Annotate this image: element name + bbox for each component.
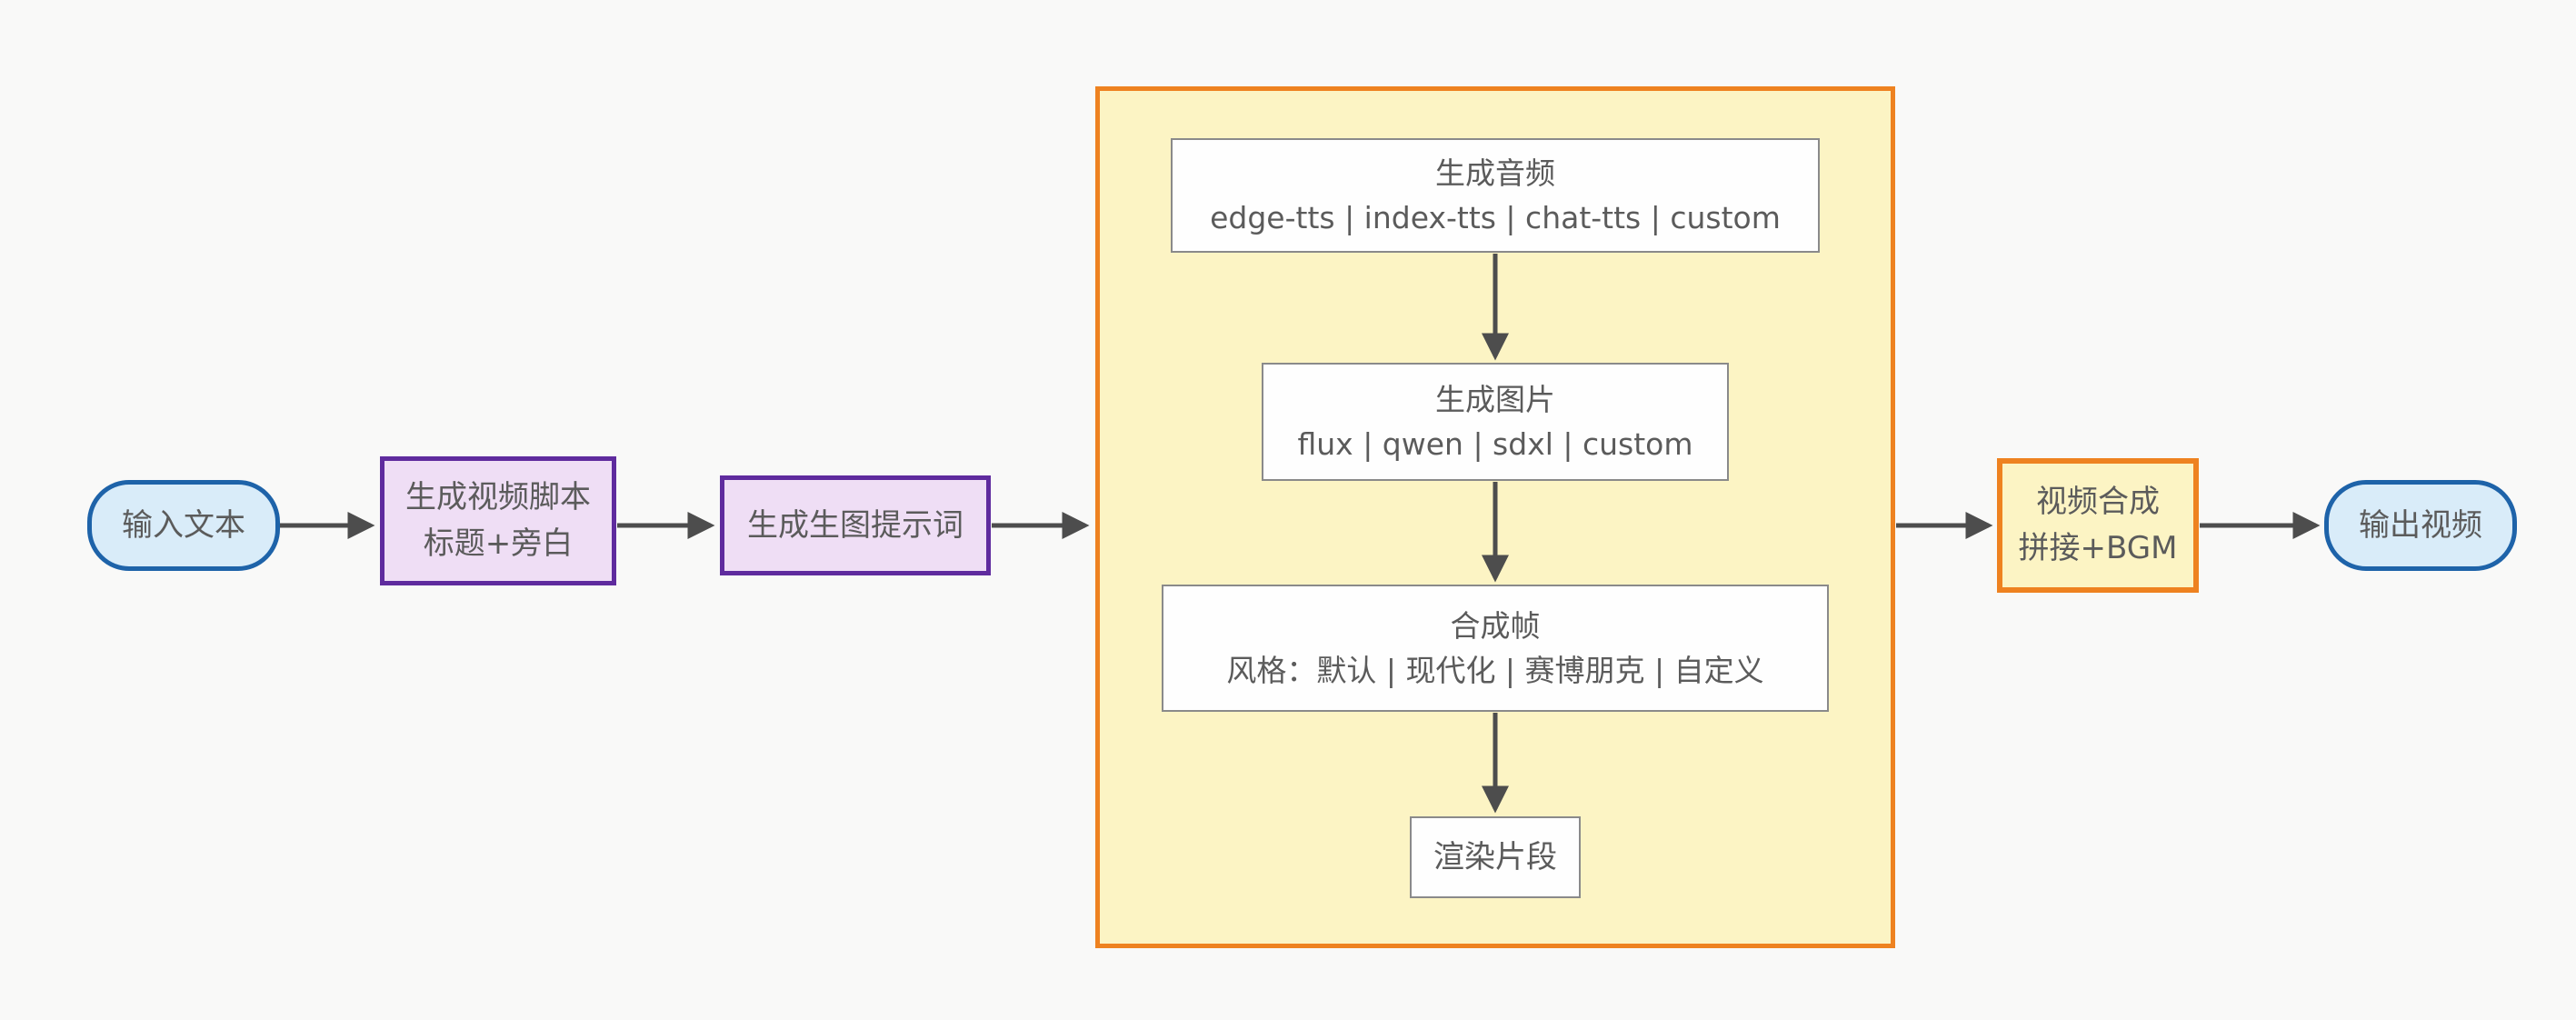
node-generate-audio-title: 生成音频 [1435,155,1555,191]
node-render-clip-label: 渲染片段 [1433,838,1557,875]
node-generate-picture-models: flux | qwen | sdxl | custom [1297,426,1693,462]
node-compose-frame-title: 合成帧 [1450,607,1541,644]
node-output-video-label: 输出视频 [2359,506,2482,544]
node-generate-image-prompt-label: 生成生图提示词 [747,506,964,544]
node-render-clip: 渲染片段 [1410,816,1581,898]
node-generate-script-subtitle: 标题+旁白 [423,525,574,562]
node-video-compose-title: 视频合成 [2036,484,2160,520]
node-input-text-label: 输入文本 [122,506,245,544]
node-generate-image-prompt: 生成生图提示词 [720,475,991,575]
node-generate-picture-title: 生成图片 [1435,381,1555,417]
node-output-video: 输出视频 [2324,480,2517,571]
node-compose-frame-styles: 风格：默认 | 现代化 | 赛博朋克 | 自定义 [1226,653,1764,688]
node-compose-frame: 合成帧 风格：默认 | 现代化 | 赛博朋克 | 自定义 [1162,585,1829,712]
node-generate-picture: 生成图片 flux | qwen | sdxl | custom [1262,363,1729,481]
node-video-compose-subtitle: 拼接+BGM [2018,530,2178,566]
node-generate-audio: 生成音频 edge-tts | index-tts | chat-tts | c… [1171,138,1820,253]
node-generate-audio-engines: edge-tts | index-tts | chat-tts | custom [1210,200,1781,235]
node-generate-script: 生成视频脚本 标题+旁白 [380,456,616,585]
node-video-compose: 视频合成 拼接+BGM [1997,458,2199,593]
node-generate-script-title: 生成视频脚本 [405,479,591,515]
node-input-text: 输入文本 [87,480,280,571]
